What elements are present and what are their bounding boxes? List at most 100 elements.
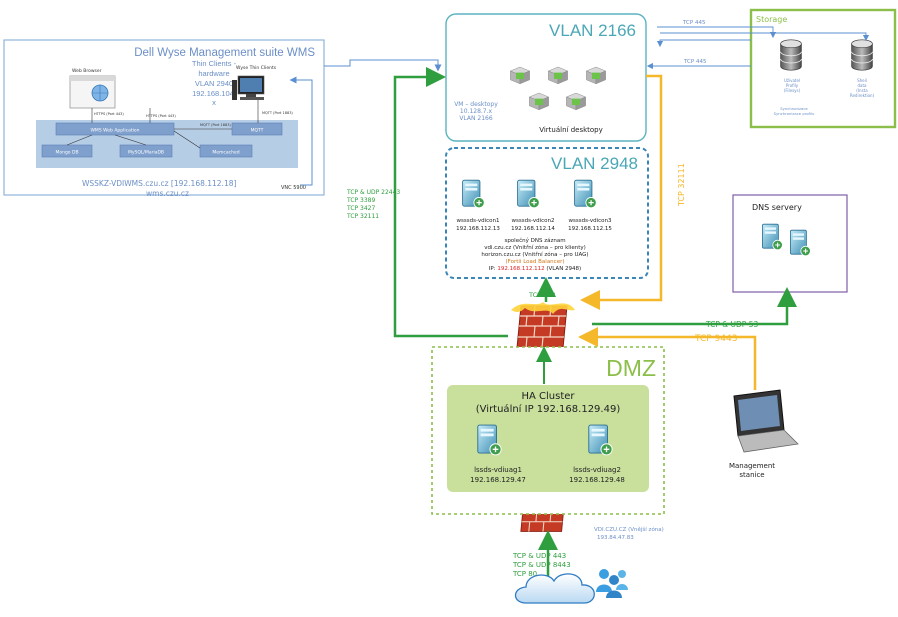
wms-web-app-label: WMS Web Application (90, 128, 139, 134)
load-balancer-label: (Fortii Load Balancer) (506, 259, 565, 265)
wms-title: Dell Wyse Management suite WMS (134, 47, 315, 59)
svg-text:TCP & UDP 8443: TCP & UDP 8443 (512, 561, 571, 569)
web-browser-icon (69, 75, 116, 109)
tcp9443-label: TCP 9443 (694, 334, 737, 344)
storage-title: Storage (756, 15, 787, 24)
svg-text:VLAN 2166: VLAN 2166 (459, 115, 493, 122)
storage-link-2 (660, 32, 870, 42)
db-profiles-label: Uživatel Profily (Filesys) (784, 78, 801, 93)
vlan2948-box (445, 147, 649, 279)
vlan2948-title: VLAN 2948 (551, 154, 638, 173)
wms-to-vlan2166-connector (324, 59, 442, 72)
dns-record-title: společný DNS záznam (504, 237, 565, 244)
svg-text:VM – desktopy: VM – desktopy (454, 101, 498, 108)
server-3-name: wsssds-vdicon3 (569, 218, 612, 224)
internet-cloud-icon (514, 569, 628, 604)
server-1-name: wsssds-vdicon1 (457, 218, 500, 224)
ha-cluster-title: HA Cluster (521, 391, 575, 402)
svg-text:hardware: hardware (198, 69, 229, 78)
svg-text:Uživatel: Uživatel (784, 78, 800, 83)
fw-to-vlan2166-arrow (393, 67, 508, 338)
mgmt-label-1: Management (729, 462, 775, 470)
https-label-1: HTTPS (Port 443) (94, 112, 124, 116)
svg-text:data: data (857, 83, 867, 88)
server-3-ip: 192.168.112.15 (568, 226, 612, 232)
svg-text:TCP 3389: TCP 3389 (346, 197, 375, 204)
svg-text:Synchronizace: Synchronizace (780, 106, 808, 111)
firewall-icon-top (510, 301, 576, 349)
web-browser-label: Web Browser (72, 68, 102, 74)
vnc-label: VNC 5900 (281, 185, 306, 191)
tcp9443-line (578, 327, 757, 390)
mqtt-label-2: MQTT (Port 1883) (200, 123, 231, 127)
tcp443-label: TCP 443 (528, 291, 556, 299)
storage-link-1 (657, 26, 777, 39)
svg-text:10.128.7.x: 10.128.7.x (460, 108, 493, 115)
left-ports-label: TCP & UDP 22443 TCP 3389 TCP 3427 TCP 32… (346, 189, 400, 220)
svg-text:Synchronizace profilu: Synchronizace profilu (774, 111, 815, 116)
public-zone-label: VDI.CZU.CZ (Vnější zóna) 193.84.47.83 (594, 526, 664, 541)
svg-text:Thin Clients -: Thin Clients - (192, 59, 237, 68)
laptop-icon (733, 389, 799, 453)
svg-text:(Filesys): (Filesys) (784, 88, 801, 93)
svg-text:TCP 3427: TCP 3427 (346, 205, 375, 212)
ha-cluster-vip: (Virtuální IP 192.168.129.49) (476, 403, 621, 415)
vm-note: VM – desktopy 10.128.7.x VLAN 2166 (454, 101, 498, 122)
https-label-2: HTTPS (Port 443) (146, 114, 176, 118)
svg-text:Profily: Profily (786, 83, 799, 88)
tcp32111-label: TCP 32111 (677, 163, 686, 207)
storage-sync-note: Synchronizace Synchronizace profilu (774, 106, 815, 116)
memcached-label: Memcached (212, 150, 239, 156)
tcp-udp-53-label: TCP & UDP 53 (705, 320, 758, 329)
wms-panel (3, 39, 325, 196)
vnc-connector (289, 76, 313, 186)
svg-text:(Insta: (Insta (856, 88, 868, 93)
wms-url: wms.czu.cz (146, 189, 189, 198)
bottom-ports-label: TCP & UDP 443 TCP & UDP 8443 TCP 80 (512, 552, 571, 578)
thin-clients-note: Thin Clients - hardware VLAN 2940 192.16… (192, 59, 237, 107)
dns-record-line2: horizon.czu.cz (Vnitřní zóna – pro UAG) (481, 251, 588, 258)
vlan2166-box (445, 13, 647, 142)
db-profiles-icon (780, 39, 802, 71)
dns-record-line1: vdi.czu.cz (Vnitřní zóna – pro klienty) (484, 244, 586, 251)
svg-text:192.168.104.: 192.168.104. (192, 89, 236, 98)
vip-line: IP: 192.168.112.112 (VLAN 2948) (489, 266, 581, 272)
svg-text:Sheil: Sheil (857, 78, 867, 83)
dmz-title: DMZ (606, 355, 656, 381)
storage-return-1 (656, 39, 751, 48)
uag-node-1-name: lssds-vdiuag1 (474, 466, 522, 474)
server-2-ip: 192.168.112.14 (511, 226, 555, 232)
server-2-name: wsssds-vdicon2 (512, 218, 555, 224)
vlan2166-title: VLAN 2166 (549, 21, 636, 40)
mongo-label: Mongo DB (55, 150, 78, 156)
tcp445-label-b: TCP 445 (683, 59, 707, 65)
ha-cluster-box (447, 385, 649, 492)
svg-text:Redirektion): Redirektion) (850, 93, 875, 98)
thin-client-icon (232, 75, 265, 100)
mgmt-label-2: stanice (739, 471, 764, 479)
mariadb-label: MySQL/MariaDB (128, 150, 164, 156)
tcp445-label-a: TCP 445 (682, 20, 706, 26)
mqtt-label-1: MQTT (Port 1883) (262, 111, 293, 115)
mqtt-box-label: MQTT (251, 128, 264, 134)
tcp-udp-53-line (592, 287, 797, 326)
uag-node-2-ip: 192.168.129.48 (569, 476, 625, 484)
uag-node-1-ip: 192.168.129.47 (470, 476, 526, 484)
svg-text:VLAN 2940: VLAN 2940 (195, 79, 233, 88)
wms-internal-links (66, 100, 259, 149)
db-userdata-label: Sheil data (Insta Redirektion) (850, 78, 875, 98)
svg-text:TCP 80: TCP 80 (512, 570, 537, 578)
svg-text:x: x (212, 98, 216, 107)
svg-text:TCP & UDP 443: TCP & UDP 443 (512, 552, 566, 560)
tcp32111-line (580, 74, 663, 310)
svg-text:TCP & UDP 22443: TCP & UDP 22443 (346, 189, 400, 196)
svg-text:VDI.CZU.CZ (Vnější zóna): VDI.CZU.CZ (Vnější zóna) (594, 526, 664, 533)
server-1-ip: 192.168.112.13 (456, 226, 500, 232)
memcached-box (199, 144, 253, 158)
dns-servers-title: DNS servery (752, 203, 802, 212)
uag-node-2-name: lssds-vdiuag2 (573, 466, 621, 474)
wyse-thin-clients-label: Wyse Thin Clients (236, 65, 277, 71)
db-userdata-icon (851, 39, 873, 71)
svg-text:TCP 32111: TCP 32111 (346, 213, 379, 220)
